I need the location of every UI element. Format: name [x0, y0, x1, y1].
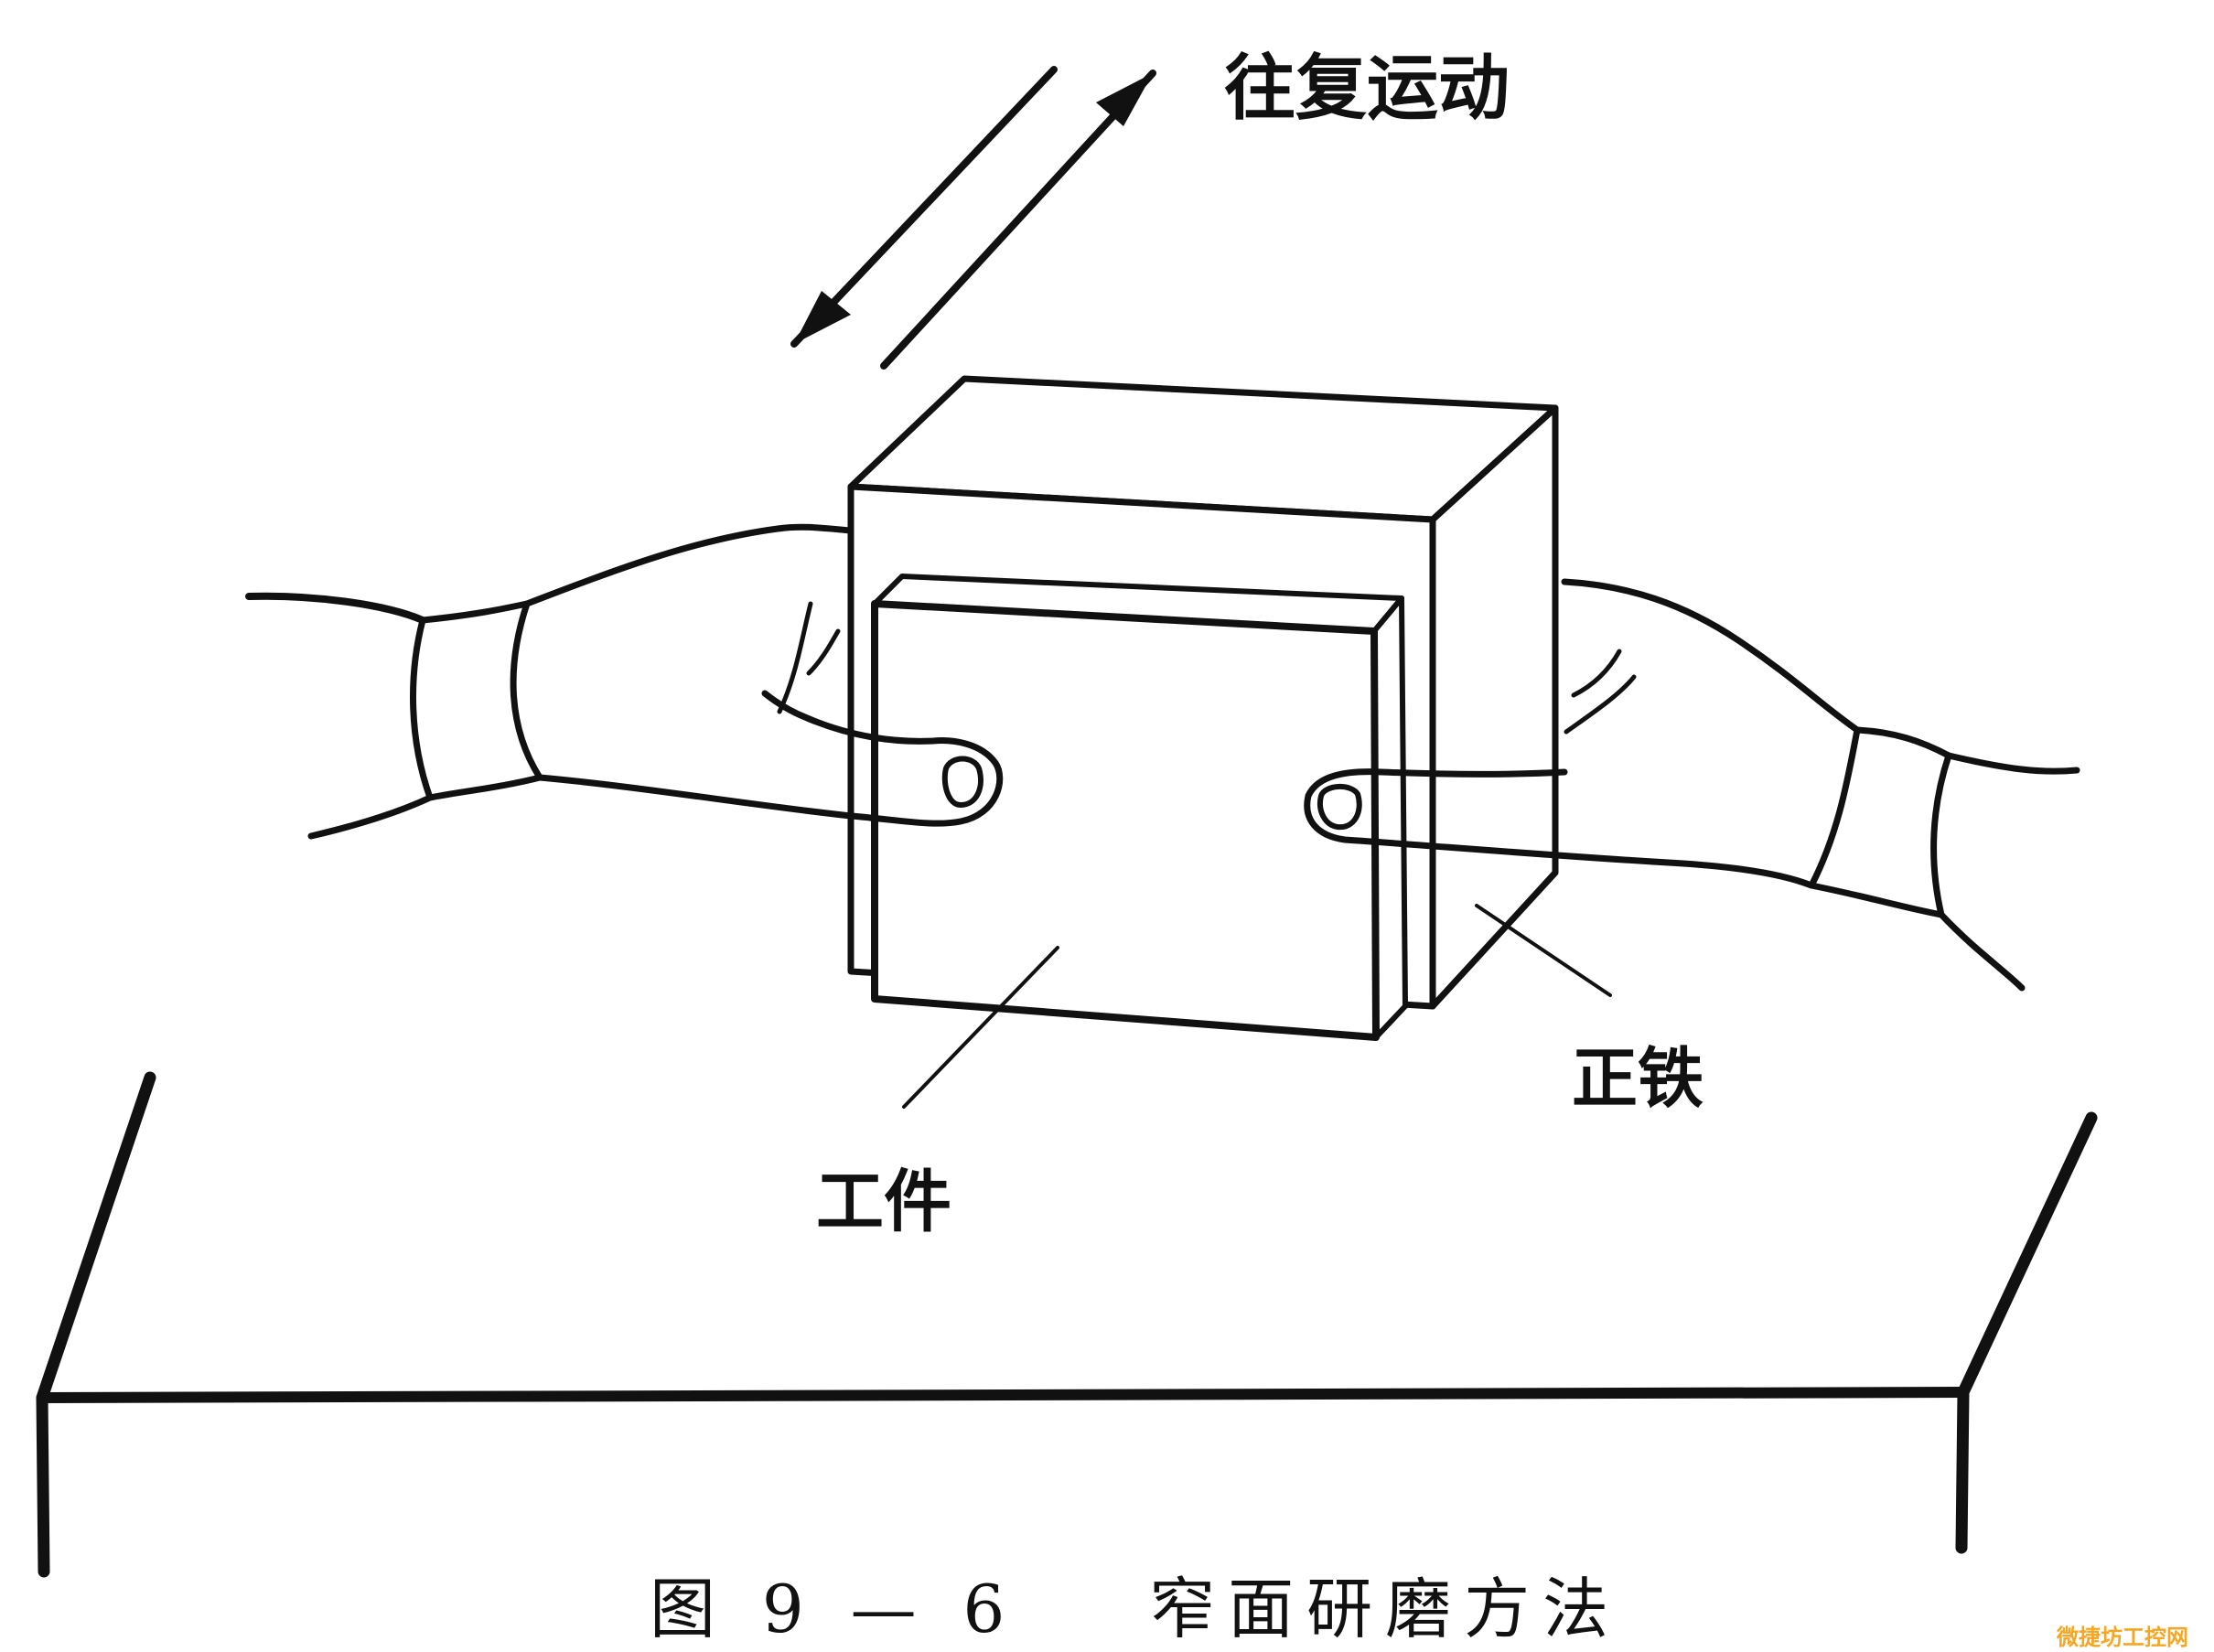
left-thumbnail [941, 756, 983, 808]
motion-arrow-down [790, 66, 1058, 348]
workpiece-plate [871, 574, 1408, 1041]
left-arm-lower [307, 794, 434, 840]
right-fingers [1564, 649, 1637, 735]
left-thumb [536, 690, 1004, 827]
left-hand [245, 523, 1004, 840]
left-arm-upper [245, 592, 426, 624]
motion-arrows [790, 66, 1156, 370]
figure-number: 图 9 — 6 [650, 1571, 1018, 1647]
right-hand-back [1561, 578, 1861, 734]
surface-plate [36, 1071, 2098, 1578]
surface-plate-right-edge [1955, 1111, 2098, 1554]
workpiece-front-face [871, 600, 1380, 1041]
right-arm-lower [1938, 911, 2026, 992]
watermark: 微捷坊工控网 [2057, 1625, 2188, 1650]
workpiece-label: 工件 [816, 1163, 951, 1241]
workpiece-leader-line [902, 946, 1059, 1109]
arrow-head-up [1096, 73, 1153, 126]
right-arm-upper [1945, 752, 2080, 775]
left-cuff [410, 600, 543, 801]
right-thumbnail [1317, 784, 1362, 831]
left-fingers [777, 601, 841, 714]
right-hand [1304, 578, 2080, 992]
surface-plate-left-edge [36, 1071, 156, 1578]
right-cuff [1808, 726, 1952, 918]
surface-plate-front-edge [37, 1387, 1969, 1403]
figure-caption: 图 9 — 6 窄面研磨方法 [650, 1555, 1621, 1651]
left-hand-back [523, 523, 854, 607]
block-label: 正铁 [1572, 1040, 1704, 1117]
figure-title: 窄面研磨方法 [1149, 1571, 1622, 1647]
motion-label: 往复运动 [1224, 48, 1510, 130]
arrow-head-down [794, 291, 851, 344]
motion-arrow-up [880, 70, 1156, 370]
right-thumb [1304, 768, 1815, 889]
block-leader-line [1475, 904, 1612, 997]
